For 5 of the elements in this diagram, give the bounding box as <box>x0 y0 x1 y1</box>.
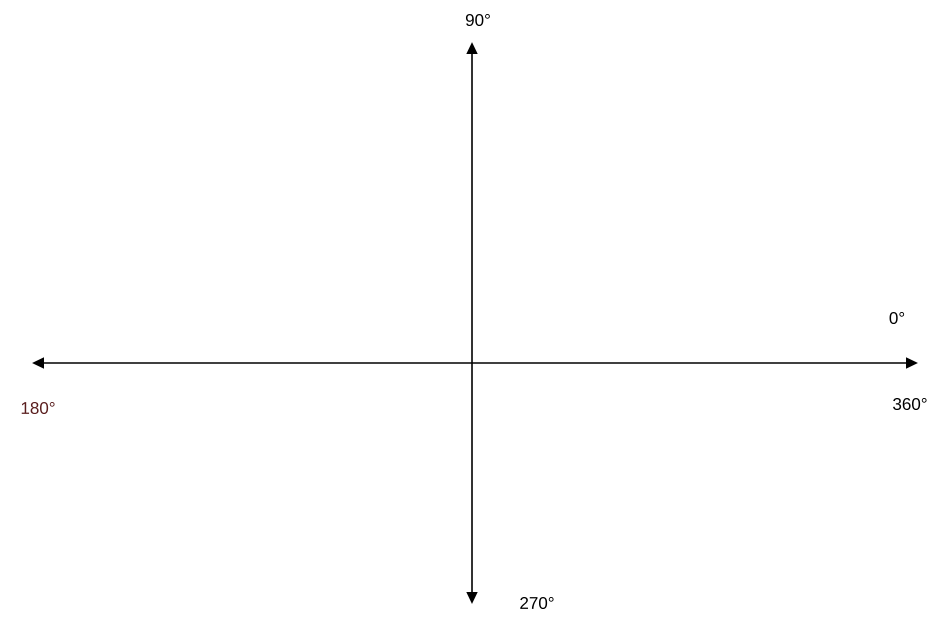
angle-label: 360° <box>893 398 927 410</box>
angle-label: 90° <box>466 14 490 26</box>
angle-label: 0° <box>890 312 904 324</box>
angle-label: 180° <box>22 402 55 414</box>
angle-label: 270° <box>520 597 554 610</box>
